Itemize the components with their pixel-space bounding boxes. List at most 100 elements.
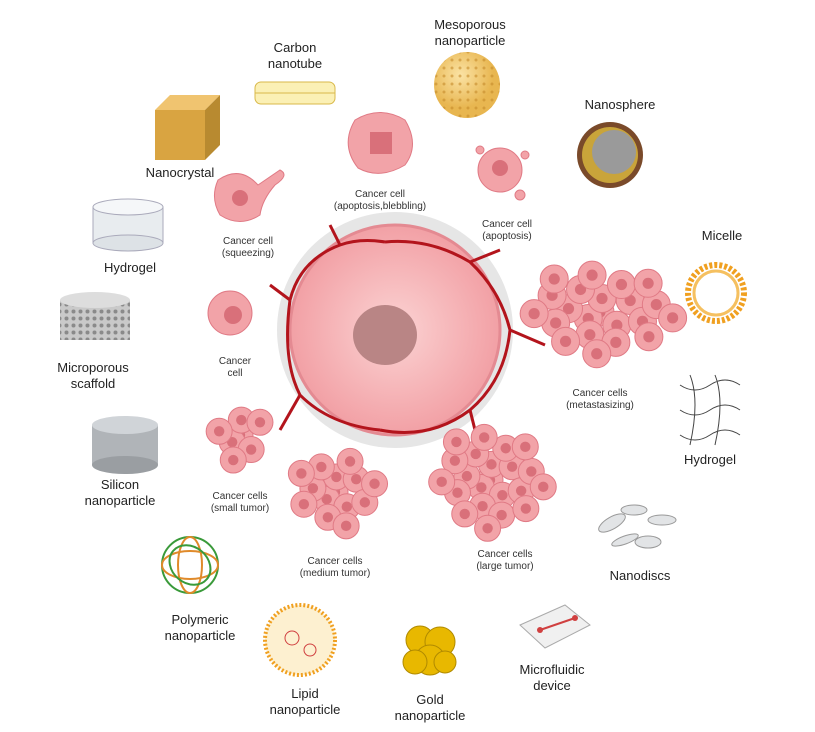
nucleus xyxy=(650,298,662,311)
large-tumor-cluster xyxy=(428,423,557,542)
gold-nanoparticle-icon xyxy=(402,625,457,676)
metastasizing-cluster xyxy=(519,260,688,369)
label-line: device xyxy=(533,677,571,693)
nucleus xyxy=(496,509,507,521)
nanodiscs-icon xyxy=(598,504,677,549)
nucleus xyxy=(461,470,473,482)
cancer-cell-drawings xyxy=(207,112,530,336)
label-line: Lipid xyxy=(291,686,319,701)
nanosphere-label: Nanosphere xyxy=(585,97,656,113)
nucleus xyxy=(296,468,307,479)
nucleus xyxy=(550,317,562,329)
nucleus xyxy=(369,478,380,489)
squeezing-label: Cancer cell(squeezing) xyxy=(222,236,274,260)
nucleus xyxy=(452,487,463,498)
nucleus xyxy=(298,499,310,510)
nucleus xyxy=(596,292,608,305)
carbon-nanotube-icon xyxy=(254,81,336,105)
silicon-nanoparticle-icon xyxy=(92,416,158,474)
nucleus xyxy=(610,336,622,348)
microfluidic-device-icon xyxy=(519,604,591,649)
nucleus xyxy=(642,277,654,289)
tumor-clusters xyxy=(205,260,688,542)
nanosphere-icon xyxy=(577,122,643,188)
label-line: nanoparticle xyxy=(434,32,506,48)
label-line: (large tumor) xyxy=(476,561,534,572)
label-line: nanoparticle xyxy=(164,627,236,643)
label-line: Micelle xyxy=(701,228,743,243)
nucleus xyxy=(245,444,257,455)
label-line: Cancer cells xyxy=(307,556,363,567)
small-tumor-label: Cancer cells(small tumor) xyxy=(211,491,269,515)
nucleus xyxy=(506,461,518,472)
hydrogel-left-label: Hydrogel xyxy=(104,260,156,276)
label-line: Cancer xyxy=(218,356,252,367)
label-line: Mesoporous xyxy=(434,17,506,32)
hydrogel-network-icon xyxy=(679,374,741,446)
nucleus xyxy=(591,348,603,360)
label-line: Gold xyxy=(416,692,444,707)
label-line: (squeezing) xyxy=(221,248,275,259)
nucleus xyxy=(520,441,531,453)
label-line: nanoparticle xyxy=(84,492,156,508)
label-line: (medium tumor) xyxy=(299,568,371,579)
nucleus xyxy=(562,303,575,315)
nucleus xyxy=(254,417,266,428)
lipid-nanoparticle-icon xyxy=(263,603,337,677)
label-line: Microporous xyxy=(57,360,129,375)
nucleus xyxy=(307,483,319,494)
central-tumor xyxy=(269,212,546,451)
nucleus xyxy=(515,485,527,496)
nucleus xyxy=(316,461,327,473)
nucleus xyxy=(321,494,332,505)
label-line: Carbon xyxy=(273,40,317,55)
nucleus xyxy=(482,523,493,534)
nucleus xyxy=(528,308,540,320)
hydrogel-cylinder-icon xyxy=(92,198,164,252)
label-line: Nanosphere xyxy=(584,97,656,112)
nucleus xyxy=(538,481,549,493)
nucleus xyxy=(643,331,655,343)
label-line: nanotube xyxy=(267,55,323,71)
nucleus xyxy=(451,436,462,448)
nucleus xyxy=(476,482,487,493)
label-line: (apoptosis) xyxy=(482,231,532,242)
nucleus xyxy=(478,432,490,443)
apoptosis-blebbing-label: Cancer cell(apoptosis,blebbling) xyxy=(334,189,426,213)
nucleus xyxy=(470,448,481,460)
nucleus xyxy=(340,520,352,532)
micelle-icon xyxy=(685,262,747,324)
nanocrystal-icon xyxy=(155,95,220,160)
nucleus xyxy=(436,476,447,488)
label-line: scaffold xyxy=(70,375,116,391)
label-line: Microfluidic xyxy=(519,662,585,677)
nucleus xyxy=(667,312,679,324)
medium-tumor-label: Cancer cells(medium tumor) xyxy=(300,556,371,580)
label-line: Cancer cells xyxy=(477,549,533,560)
nucleus xyxy=(350,473,362,485)
microporous-scaffold-icon xyxy=(60,292,130,340)
blood-vessels xyxy=(269,224,546,451)
nucleus xyxy=(341,501,353,512)
nucleus xyxy=(500,443,511,454)
nucleus xyxy=(520,503,532,514)
micelle-label: Micelle xyxy=(702,228,742,244)
nucleus xyxy=(584,329,596,341)
label-line: Nanodiscs xyxy=(609,568,671,583)
label-line: Polymeric xyxy=(171,612,229,627)
nucleus xyxy=(449,455,461,466)
apoptosis-label: Cancer cell(apoptosis) xyxy=(482,219,532,243)
label-line: cell xyxy=(227,368,243,379)
nucleus xyxy=(548,273,560,285)
label-line: Cancer cell xyxy=(222,236,274,247)
label-line: Nanocrystal xyxy=(145,165,215,180)
squeezing-cell xyxy=(214,169,285,222)
